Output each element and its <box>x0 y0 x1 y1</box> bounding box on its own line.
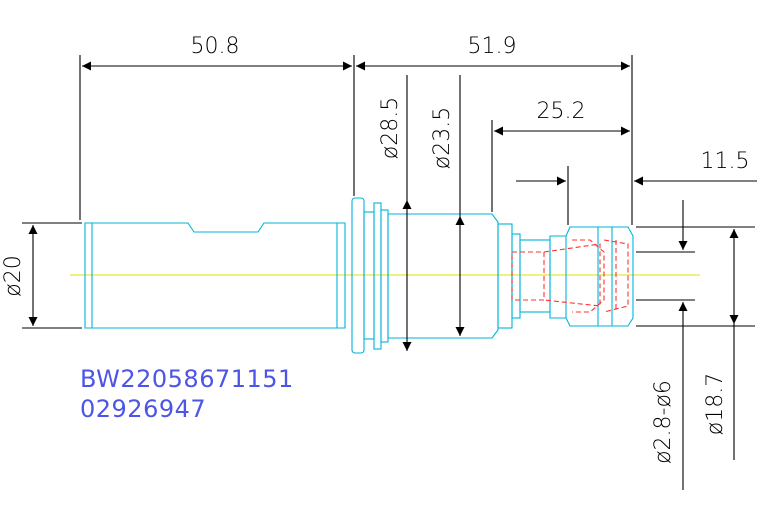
dim-clamp-range: ø2.8-ø6 <box>651 380 676 464</box>
tool-holder-outline <box>84 197 634 354</box>
part-code-line-2: 02926947 <box>80 395 206 423</box>
dim-body-diameter: ø23.5 <box>430 107 455 169</box>
dim-nut-length: 11.5 <box>701 149 750 174</box>
dim-nut-offset: 25.2 <box>537 99 586 124</box>
dim-flange-to-tip: 51.9 <box>468 34 517 59</box>
collet-hidden-lines <box>511 239 629 313</box>
dim-nut-diameter: ø18.7 <box>703 373 728 435</box>
dim-flange-diameter: ø28.5 <box>378 97 403 159</box>
dimension-lines <box>28 61 757 490</box>
part-code-line-1: BW22058671151 <box>80 365 294 393</box>
dim-shank-diameter: ø20 <box>1 255 26 296</box>
extension-lines <box>22 55 755 329</box>
dim-shank-length: 50.8 <box>191 34 240 59</box>
